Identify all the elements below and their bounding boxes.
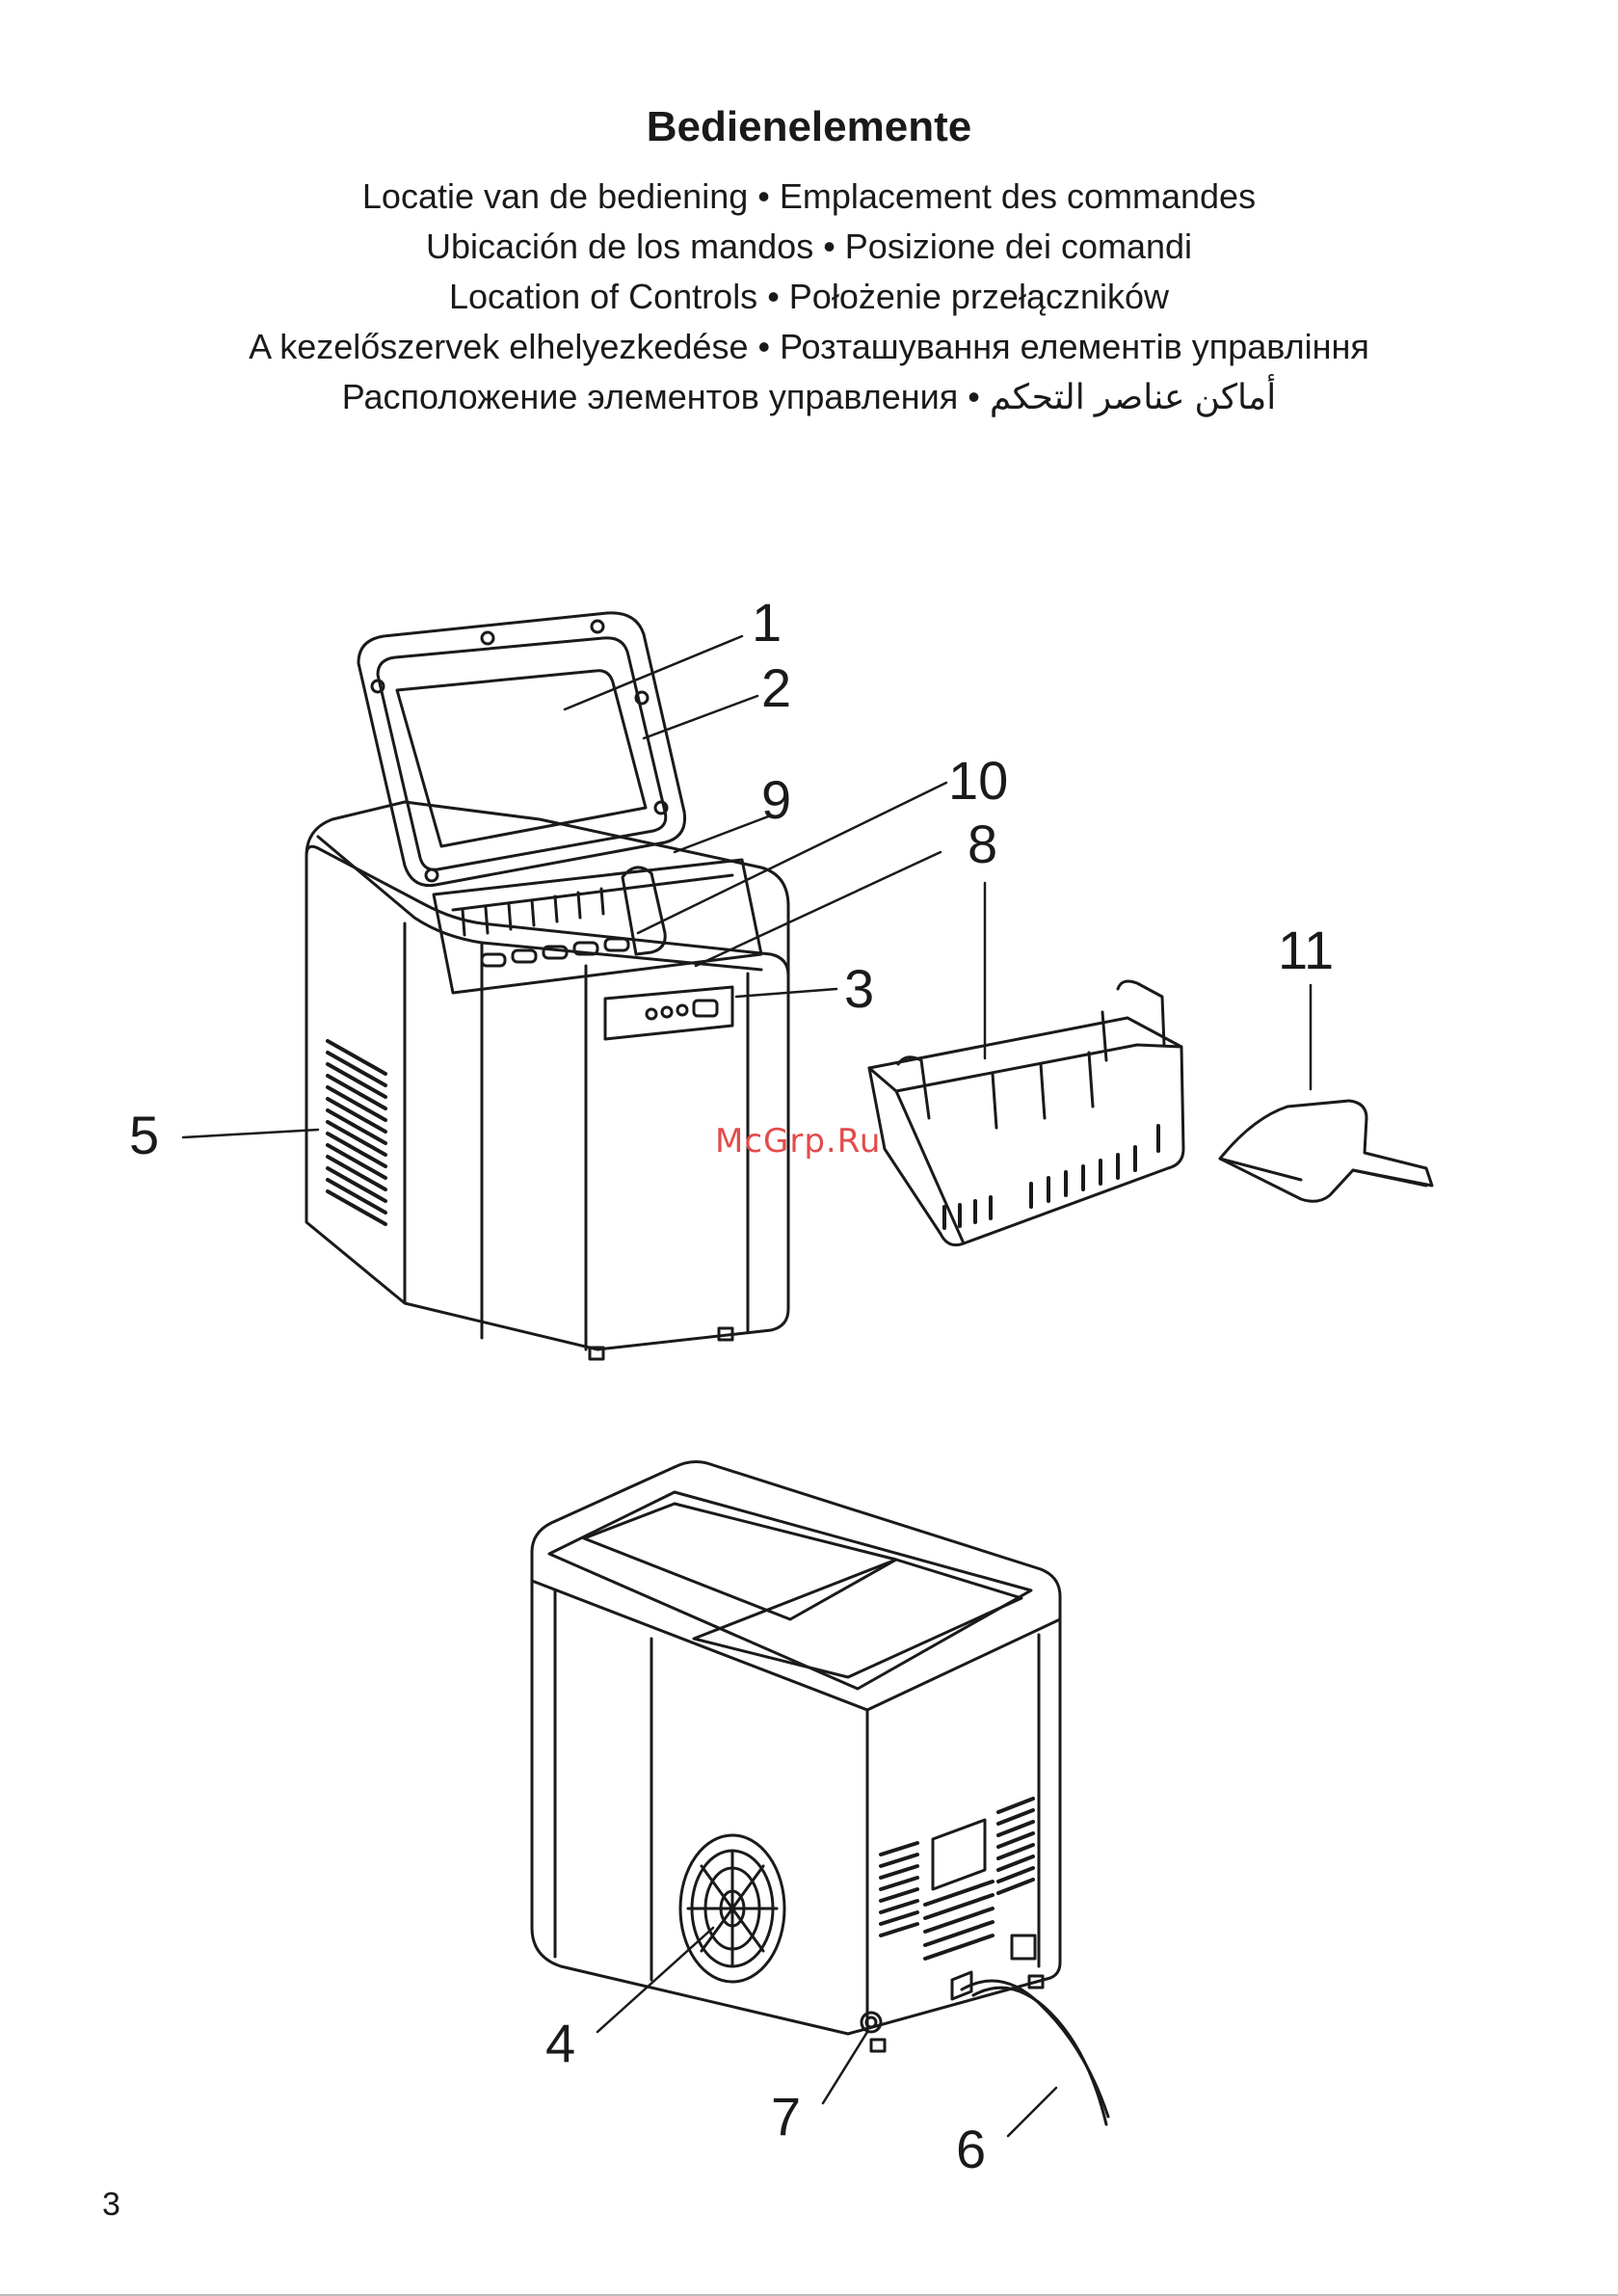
callout-10: 10 <box>948 750 1009 811</box>
lid <box>357 611 687 888</box>
callout-1: 1 <box>752 592 782 653</box>
subtitle-line-3: Location of Controls • Położenie przełąc… <box>449 277 1169 316</box>
callout-7: 7 <box>771 2086 802 2147</box>
rear-fan <box>678 1833 786 1984</box>
control-panel <box>603 985 734 1041</box>
subtitle-line-1: Locatie van de bediening • Emplacement d… <box>361 176 1257 216</box>
ice-pusher <box>621 866 667 956</box>
ice-tray <box>432 858 763 995</box>
bottom-rule <box>0 2294 1618 2296</box>
callout-5: 5 <box>129 1105 160 1165</box>
callout-leaders-front <box>181 634 948 1139</box>
callout-3: 3 <box>844 958 875 1019</box>
callout-6: 6 <box>956 2119 987 2179</box>
page-header: Bedienelemente Locatie van de bediening … <box>0 96 1618 422</box>
ice-scoop <box>1218 1099 1434 1203</box>
callout-leaders-rear <box>596 1926 1058 2138</box>
page-number: 3 <box>102 2186 120 2223</box>
watermark: McGrp.Ru <box>715 1122 882 1161</box>
subtitle-line-4: A kezelőszervek elhelyezkedése • Розташу… <box>249 327 1369 366</box>
callout-4: 4 <box>545 2013 576 2073</box>
ice-basket <box>867 979 1185 1247</box>
rear-vent-grille <box>879 1797 1035 1961</box>
subtitle-line-5: Расположение элементов управления • أماك… <box>341 377 1277 416</box>
drain-plug <box>860 2011 883 2034</box>
page-title: Bedienelemente <box>646 103 972 150</box>
side-vent-grille <box>326 1039 387 1226</box>
callout-8: 8 <box>968 814 998 874</box>
front-view-machine <box>305 611 790 1361</box>
subtitle-line-2: Ubicación de los mandos • Posizione dei … <box>425 227 1193 266</box>
rear-view-machine <box>530 1460 1110 2126</box>
callout-2: 2 <box>761 657 792 718</box>
callout-9: 9 <box>761 769 792 830</box>
callout-11: 11 <box>1278 920 1335 980</box>
lid-window <box>395 669 648 848</box>
